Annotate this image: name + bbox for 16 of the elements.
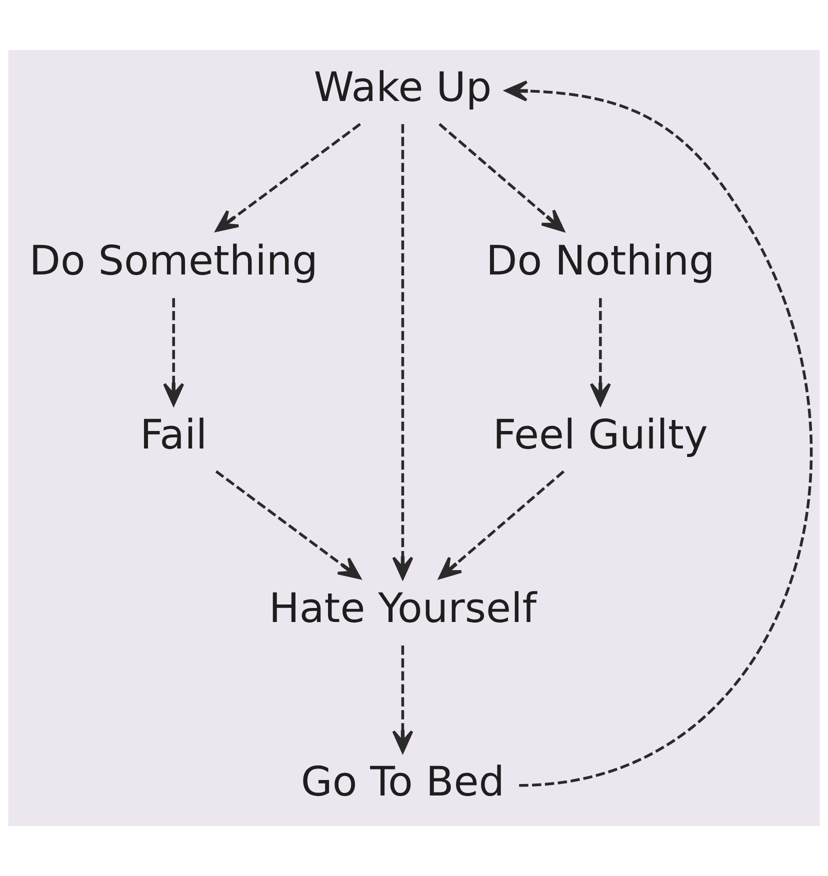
node-text: Hate Yourself — [268, 584, 537, 632]
node-text: Wake Up — [314, 62, 492, 111]
arrow — [215, 122, 361, 232]
arrow — [504, 80, 812, 787]
arrow — [590, 298, 611, 406]
node-text: Feel Guilty — [492, 410, 708, 458]
arrow — [392, 646, 414, 754]
node-text: Go To Bed — [300, 758, 505, 806]
arrow — [438, 123, 565, 232]
node-text: Fail — [140, 410, 208, 458]
arrow — [392, 124, 414, 580]
node-text: Do Something — [29, 236, 318, 285]
arrow — [163, 298, 184, 406]
node-text: Do Nothing — [486, 236, 715, 285]
arrow — [215, 470, 361, 580]
arrow — [438, 470, 565, 580]
